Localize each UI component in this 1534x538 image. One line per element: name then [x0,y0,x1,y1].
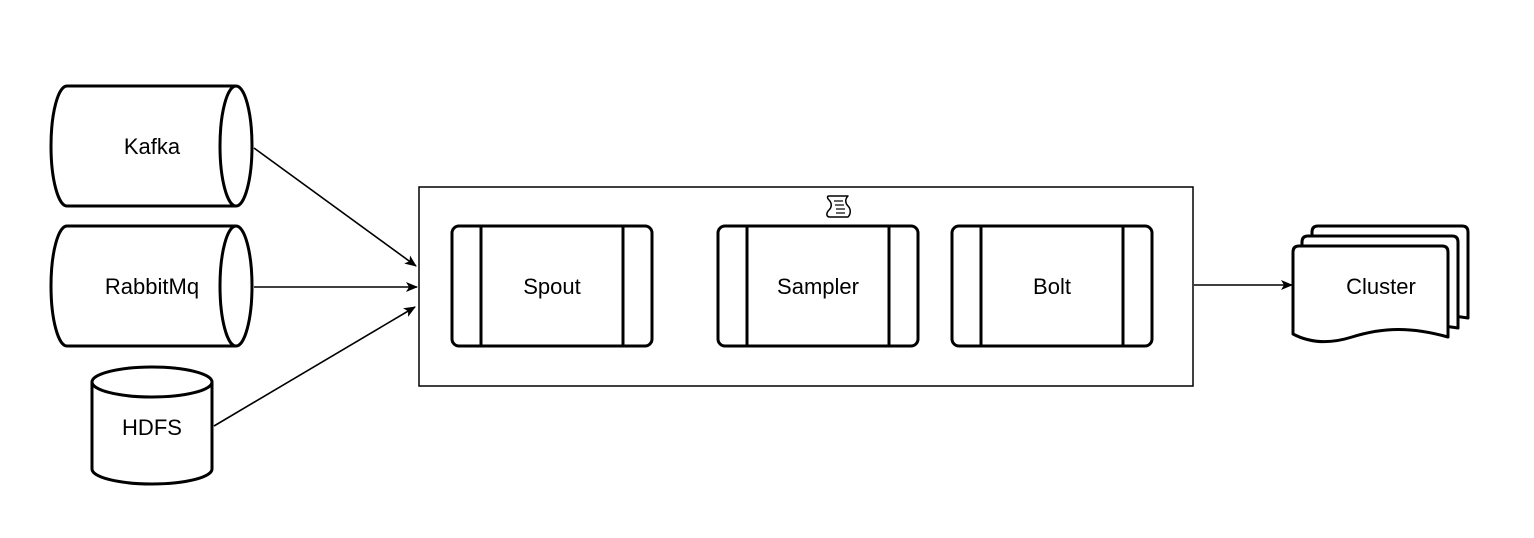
topology-container[interactable]: Spout Sampler Bolt [418,186,1194,387]
edge-kafka-to-topology [253,147,417,267]
hdfs-cylinder-cap [90,381,214,399]
cluster-node[interactable]: Cluster [1291,224,1470,343]
sampler-node[interactable]: Sampler [716,224,920,348]
spout-shape [450,224,654,348]
spout-label: Spout [523,274,581,299]
spout-node[interactable]: Spout [450,224,654,348]
hdfs-label: HDFS [122,415,182,440]
edge-hdfs-to-topology [213,306,416,427]
sampler-shape [716,224,920,348]
bolt-label: Bolt [1033,274,1071,299]
bolt-shape [950,224,1154,348]
script-icon [826,195,851,218]
kafka-cylinder-cap [218,84,237,208]
cluster-front-page [1291,244,1450,343]
hdfs-node[interactable]: HDFS [90,365,214,486]
rabbitmq-cylinder-cap [218,224,237,348]
rabbitmq-label: RabbitMq [105,274,199,299]
rabbitmq-node[interactable]: RabbitMq [49,224,254,348]
kafka-label: Kafka [124,134,181,159]
cluster-label: Cluster [1346,274,1416,299]
sampler-label: Sampler [777,274,859,299]
kafka-node[interactable]: Kafka [49,84,254,208]
bolt-node[interactable]: Bolt [950,224,1154,348]
